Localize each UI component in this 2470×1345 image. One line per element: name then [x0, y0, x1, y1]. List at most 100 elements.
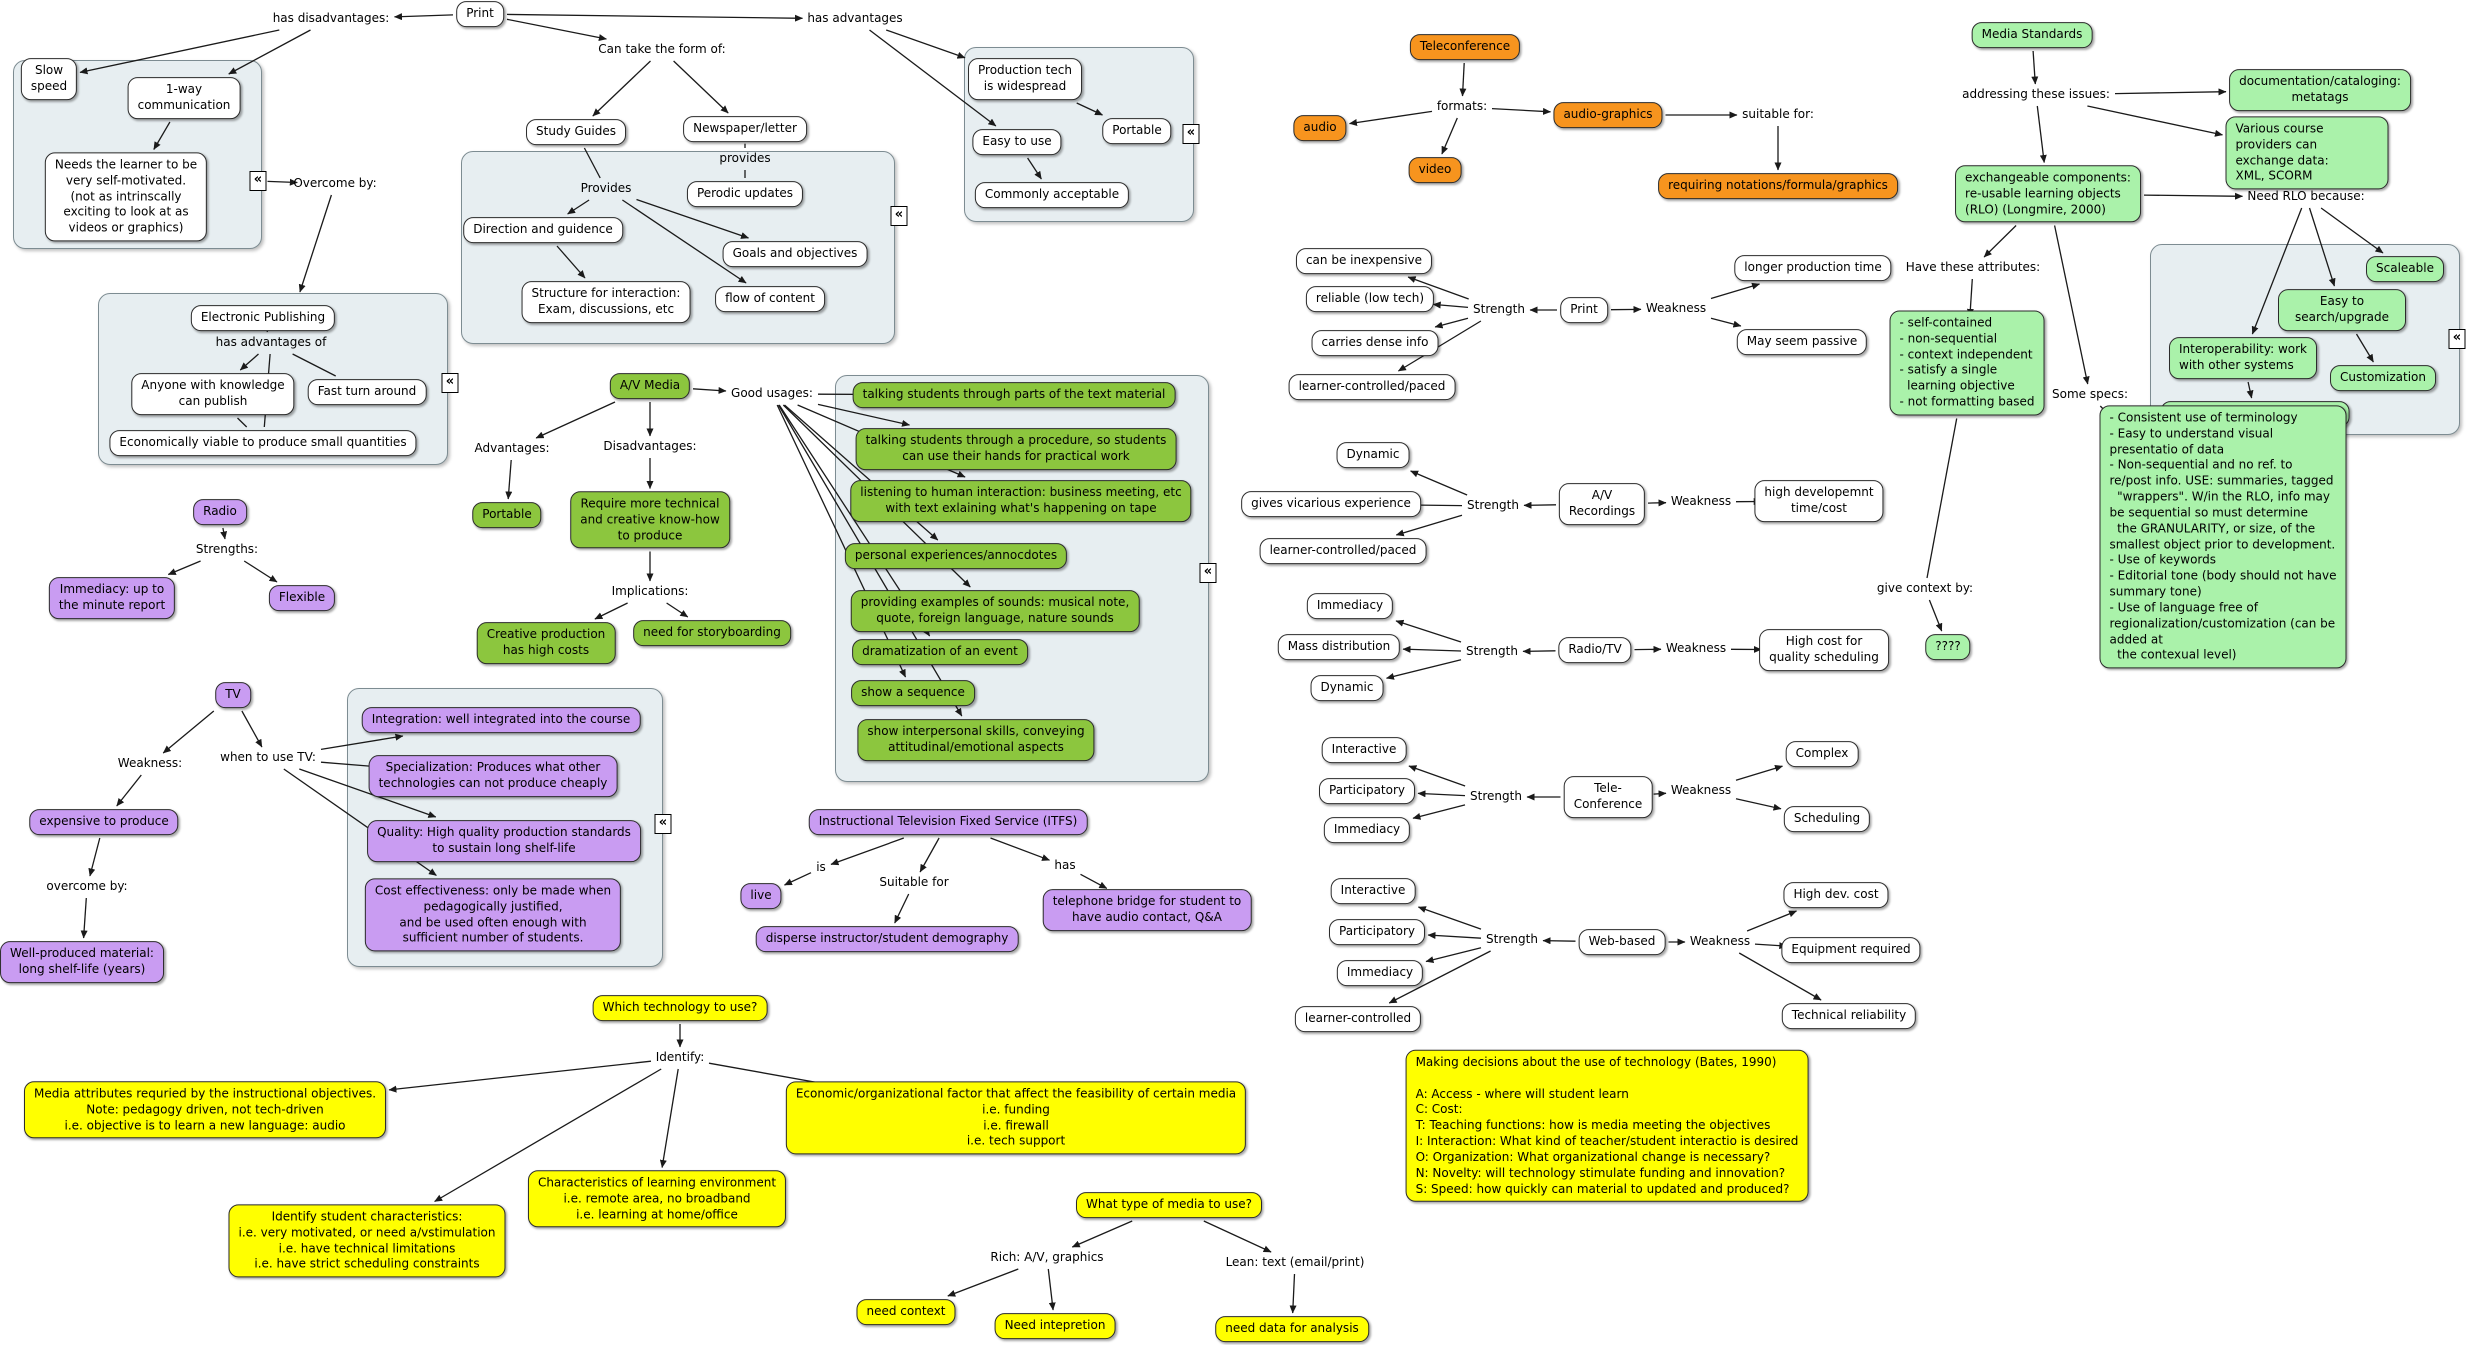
- node-can-be-inexp[interactable]: can be inexpensive: [1295, 248, 1433, 274]
- collapse-icon[interactable]: «: [1182, 124, 1200, 144]
- node-qqqq[interactable]: ????: [1925, 634, 1971, 660]
- node-attrs-box[interactable]: - self-contained - non-sequential - cont…: [1889, 310, 2045, 416]
- label-give-context-label[interactable]: give context by:: [1876, 581, 1974, 596]
- node-identify-student[interactable]: Identify student characteristics: i.e. v…: [228, 1204, 506, 1278]
- node-commonly[interactable]: Commonly acceptable: [974, 182, 1130, 208]
- label-some-specs-label[interactable]: Some specs:: [2052, 387, 2128, 402]
- node-live[interactable]: live: [740, 883, 782, 909]
- label-is-label[interactable]: is: [816, 860, 826, 875]
- label-suitable-for-label[interactable]: Suitable for: [879, 875, 949, 890]
- label-implications-label[interactable]: Implications:: [611, 584, 689, 599]
- node-scheduling[interactable]: Scheduling: [1783, 806, 1871, 832]
- label-weakness2[interactable]: Weakness: [1670, 494, 1732, 509]
- label-need-rlo-label[interactable]: Need RLO because:: [2247, 189, 2365, 204]
- node-specialization[interactable]: Specialization: Produces what other tech…: [368, 755, 618, 797]
- node-g4[interactable]: personal experiences/annocdotes: [844, 543, 1068, 569]
- node-reliable[interactable]: reliable (low tech): [1305, 286, 1435, 312]
- node-av-media[interactable]: A/V Media: [609, 373, 691, 399]
- node-media-attr[interactable]: Media attributes requried by the instruc…: [23, 1081, 387, 1139]
- node-which-tech[interactable]: Which technology to use?: [592, 995, 768, 1021]
- node-need-data[interactable]: need data for analysis: [1215, 1316, 1369, 1342]
- label-identify-label[interactable]: Identify:: [655, 1050, 705, 1065]
- label-strength3[interactable]: Strength: [1466, 644, 1518, 659]
- collapse-icon[interactable]: «: [441, 373, 459, 393]
- node-integration[interactable]: Integration: well integrated into the co…: [361, 707, 641, 733]
- label-has-disadvantages[interactable]: has disadvantages:: [272, 11, 390, 26]
- label-provides-big[interactable]: Provides: [580, 181, 632, 196]
- node-longer-prod[interactable]: longer production time: [1734, 255, 1892, 281]
- node-quality[interactable]: Quality: High quality production standar…: [367, 820, 641, 862]
- node-equipment[interactable]: Equipment required: [1781, 937, 1921, 963]
- node-need-context[interactable]: need context: [856, 1299, 956, 1325]
- node-bates[interactable]: Making decisions about the use of techno…: [1405, 1049, 1809, 1203]
- node-well-produced[interactable]: Well-produced material: long shelf-life …: [0, 941, 164, 983]
- label-can-take-form[interactable]: Can take the form of:: [598, 42, 726, 57]
- collapse-icon[interactable]: «: [890, 206, 908, 226]
- node-fast-turn[interactable]: Fast turn around: [307, 379, 427, 405]
- node-flexible[interactable]: Flexible: [268, 585, 336, 611]
- node-av-recordings[interactable]: A/V Recordings: [1558, 483, 1646, 525]
- label-strength5[interactable]: Strength: [1486, 932, 1538, 947]
- node-flow[interactable]: flow of content: [715, 286, 825, 312]
- node-disperse[interactable]: disperse instructor/student demography: [755, 926, 1019, 952]
- label-when-to-use[interactable]: when to use TV:: [220, 750, 316, 765]
- label-good-usages[interactable]: Good usages:: [731, 386, 813, 401]
- node-goals[interactable]: Goals and objectives: [722, 241, 868, 267]
- node-econ-viable[interactable]: Economically viable to produce small qua…: [109, 430, 417, 456]
- node-carries-dense[interactable]: carries dense info: [1311, 330, 1439, 356]
- node-needs-learner[interactable]: Needs the learner to be very self-motiva…: [44, 152, 208, 242]
- node-high-dev-cost[interactable]: High dev. cost: [1783, 882, 1889, 908]
- node-scaleable[interactable]: Scaleable: [2366, 256, 2444, 282]
- node-high-cost-sched[interactable]: High cost for quality scheduling: [1759, 629, 1889, 671]
- node-dynamic1[interactable]: Dynamic: [1336, 442, 1410, 468]
- node-newspaper[interactable]: Newspaper/letter: [683, 116, 807, 142]
- node-teleconference-o[interactable]: Teleconference: [1409, 34, 1521, 60]
- label-strengths-label[interactable]: Strengths:: [195, 542, 259, 557]
- node-participatory1[interactable]: Participatory: [1318, 778, 1416, 804]
- node-portable-green[interactable]: Portable: [472, 502, 542, 528]
- node-itfs[interactable]: Instructional Television Fixed Service (…: [808, 809, 1088, 835]
- label-advantages-label[interactable]: Advantages:: [474, 441, 550, 456]
- node-creative-prod[interactable]: Creative production has high costs: [476, 622, 616, 664]
- node-econ-org[interactable]: Economic/organizational factor that affe…: [785, 1081, 1247, 1155]
- node-exchangeable[interactable]: exchangeable components: re-usable learn…: [1955, 165, 2141, 223]
- node-tv[interactable]: TV: [215, 682, 251, 708]
- node-need-interp[interactable]: Need intepretion: [994, 1313, 1116, 1339]
- node-video-o[interactable]: video: [1408, 157, 1462, 183]
- node-g7[interactable]: show a sequence: [851, 680, 975, 706]
- node-interactive2[interactable]: Interactive: [1330, 878, 1416, 904]
- node-gives-vicarious[interactable]: gives vicarious experience: [1241, 491, 1421, 517]
- node-cost-eff[interactable]: Cost effectiveness: only be made when pe…: [364, 878, 622, 952]
- node-web-based[interactable]: Web-based: [1578, 929, 1666, 955]
- node-immediacy-radio[interactable]: Immediacy: up to the minute report: [48, 577, 176, 619]
- collapse-icon[interactable]: «: [1199, 563, 1217, 583]
- label-has-adv-of[interactable]: has advantages of: [215, 335, 327, 350]
- label-strength2[interactable]: Strength: [1467, 498, 1519, 513]
- node-learner-cp1[interactable]: learner-controlled/paced: [1288, 374, 1456, 400]
- node-print2[interactable]: Print: [1560, 297, 1608, 323]
- node-high-dev[interactable]: high developemnt time/cost: [1754, 480, 1884, 522]
- collapse-icon[interactable]: «: [249, 171, 267, 191]
- collapse-icon[interactable]: «: [2448, 329, 2466, 349]
- node-dynamic2[interactable]: Dynamic: [1310, 675, 1384, 701]
- node-immediacy2[interactable]: Immediacy: [1306, 593, 1394, 619]
- node-tele-conf[interactable]: Tele- Conference: [1563, 776, 1653, 818]
- node-what-type[interactable]: What type of media to use?: [1075, 1192, 1263, 1218]
- label-weakness4[interactable]: Weakness: [1670, 783, 1732, 798]
- node-one-way[interactable]: 1-way communication: [127, 77, 241, 119]
- label-rich-label[interactable]: Rich: A/V, graphics: [990, 1250, 1104, 1265]
- node-customization[interactable]: Customization: [2330, 365, 2436, 391]
- node-direction[interactable]: Direction and guidence: [463, 217, 623, 243]
- label-provides-small[interactable]: provides: [719, 151, 771, 166]
- node-easy-search[interactable]: Easy to search/upgrade: [2278, 289, 2406, 331]
- node-g6[interactable]: dramatization of an event: [852, 639, 1028, 665]
- node-g5[interactable]: providing examples of sounds: musical no…: [850, 590, 1140, 632]
- node-participatory2[interactable]: Participatory: [1328, 919, 1426, 945]
- label-overcome-by2[interactable]: overcome by:: [46, 879, 128, 894]
- node-audio-o[interactable]: audio: [1293, 115, 1347, 141]
- node-immediacy4[interactable]: Immediacy: [1336, 960, 1424, 986]
- node-interactive1[interactable]: Interactive: [1321, 737, 1407, 763]
- node-easy-to-use[interactable]: Easy to use: [972, 129, 1062, 155]
- node-consistent-box[interactable]: - Consistent use of terminology - Easy t…: [2099, 405, 2347, 669]
- node-immediacy3[interactable]: Immediacy: [1323, 817, 1411, 843]
